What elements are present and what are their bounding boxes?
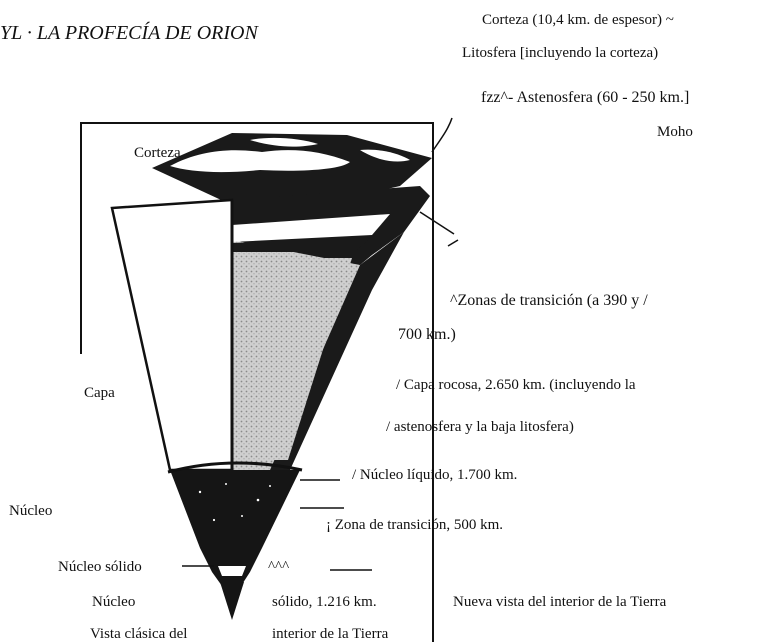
label-litosfera: Litosfera [incluyendo la corteza): [462, 45, 659, 61]
label-solido-km: sólido, 1.216 km.: [272, 594, 377, 610]
label-moho: Moho: [657, 124, 693, 140]
label-astenosfera: fzz^- Astenosfera (60 - 250 km.]: [481, 89, 690, 106]
label-capa-rocosa-line2: / astenosfera y la baja litosfera): [386, 419, 574, 435]
core-speckles: [198, 483, 271, 522]
label-nucleo-left: Núcleo: [9, 503, 53, 519]
label-zonas-line2: 700 km.): [398, 326, 456, 343]
core-cone: [170, 470, 300, 600]
label-corteza-top: Corteza (10,4 km. de espesor) ~: [482, 12, 674, 28]
label-interior-tierra: interior de la Tierra: [272, 626, 389, 642]
frame-left-line: [80, 122, 82, 354]
label-zonas-line1: ^Zonas de transición (a 390 y /: [450, 292, 648, 309]
transition-stripe: [232, 214, 390, 242]
label-carets: ^^^: [268, 559, 290, 575]
mantle-inner: [238, 258, 352, 460]
classic-half: [110, 198, 234, 472]
frame-top-line: [80, 122, 433, 124]
label-nucleo-bottom: Núcleo: [92, 594, 136, 610]
label-nueva-vista: Nueva vista del interior de la Tierra: [453, 594, 667, 610]
frame-right-line: [432, 122, 434, 642]
label-nucleo-liquido: / Núcleo líquido, 1.700 km.: [352, 467, 518, 483]
label-capa-rocosa-line1: / Capa rocosa, 2.650 km. (incluyendo la: [396, 377, 636, 393]
running-title: YL · LA PROFECÍA DE ORION: [0, 22, 258, 44]
label-capa-left: Capa: [84, 385, 115, 401]
inner-transition-band: [218, 566, 246, 576]
inner-core-tip: [220, 582, 244, 620]
crust-cap: [152, 133, 432, 205]
label-vista-clasica: Vista clásica del: [90, 626, 188, 642]
leader-lines: [182, 117, 459, 571]
transition-stripe-2: [232, 238, 370, 252]
label-zona-transicion: ¡ Zona de transición, 500 km.: [326, 517, 504, 533]
label-corteza-left: Corteza: [134, 145, 181, 161]
label-nucleo-solido-left: Núcleo sólido: [58, 559, 142, 575]
